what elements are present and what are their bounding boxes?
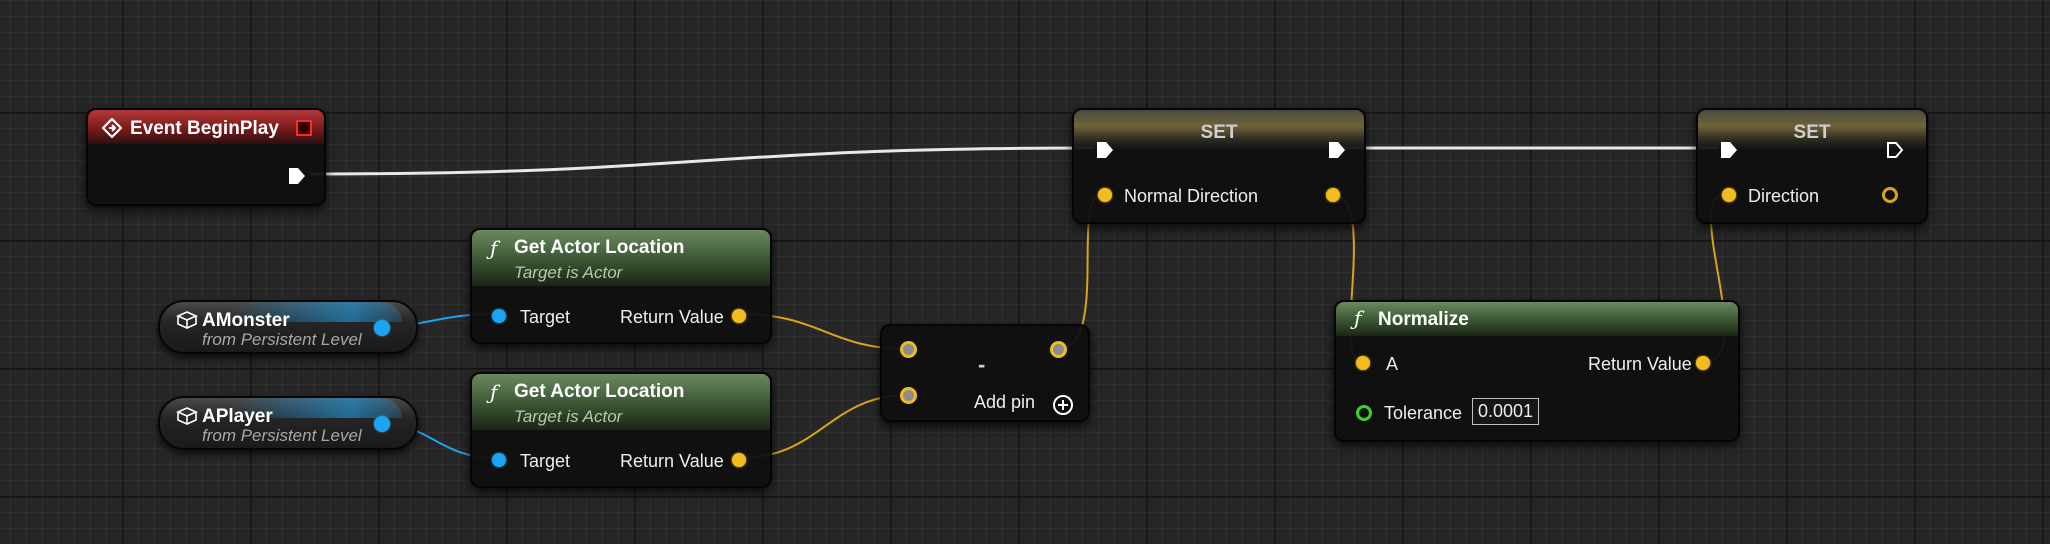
target-pin-icon[interactable] <box>492 309 506 323</box>
node-header <box>1074 110 1364 150</box>
return-value-pin-icon[interactable] <box>1696 356 1710 370</box>
target-pin-label: Target <box>520 307 571 327</box>
subtract-node[interactable]: - Add pin <box>880 324 1090 422</box>
node-title: Normalize <box>1378 309 1469 330</box>
event-diamond-icon <box>102 118 122 138</box>
target-pin-icon[interactable] <box>492 453 506 467</box>
return-value-pin-icon[interactable] <box>732 309 746 323</box>
vector-in-pin-icon[interactable] <box>1722 188 1736 202</box>
exec-out-pin-icon[interactable] <box>286 165 308 187</box>
tolerance-label: Tolerance <box>1384 403 1463 423</box>
node-title: Event BeginPlay <box>130 118 279 139</box>
float-in-pin-icon[interactable] <box>1356 405 1372 421</box>
delegate-pin-icon[interactable] <box>296 120 312 136</box>
exec-wire <box>309 146 1095 176</box>
return-value-label: Return Value <box>1588 354 1692 374</box>
object-out-pin-icon[interactable] <box>374 320 390 336</box>
tolerance-input[interactable]: 0.0001 <box>1472 398 1540 425</box>
vector-in-pin-icon[interactable] <box>900 341 917 358</box>
node-header <box>472 230 770 286</box>
return-value-pin-icon[interactable] <box>732 453 746 467</box>
object-out-pin-icon[interactable] <box>374 416 390 432</box>
vector-out-pin-icon[interactable] <box>1882 187 1898 203</box>
function-icon: ƒ <box>490 380 498 404</box>
input-a-label: A <box>1386 354 1399 374</box>
return-value-label: Return Value <box>620 307 724 327</box>
node-header <box>1336 302 1738 336</box>
get-actor-location-node-2[interactable]: ƒ Get Actor Location Target is Actor Tar… <box>470 372 772 488</box>
exec-out-pin-icon[interactable] <box>1884 139 1906 161</box>
vector-in-pin-icon[interactable] <box>1356 356 1370 370</box>
amonster-variable-node[interactable]: AMonster from Persistent Level <box>158 300 418 354</box>
exec-in-pin-icon[interactable] <box>1718 139 1740 161</box>
node-subtitle: Target is Actor <box>514 263 623 282</box>
variable-glow <box>230 302 402 322</box>
return-value-label: Return Value <box>620 451 724 471</box>
exec-in-pin-icon[interactable] <box>1094 139 1116 161</box>
node-subtitle: Target is Actor <box>514 407 623 426</box>
exec-out-pin-icon[interactable] <box>1326 139 1348 161</box>
set-normal-direction-node[interactable]: SET Normal Direction <box>1072 108 1366 224</box>
vector-out-pin-icon[interactable] <box>1050 341 1067 358</box>
variable-label: Direction <box>1748 186 1820 206</box>
vector-in-pin-icon[interactable] <box>1098 188 1112 202</box>
variable-source: from Persistent Level <box>202 426 362 445</box>
actor-cube-icon <box>176 311 198 330</box>
normalize-node[interactable]: ƒ Normalize A Return Value Tolerance 0.0… <box>1334 300 1740 442</box>
node-title: Get Actor Location <box>514 381 685 402</box>
event-beginplay-node[interactable]: Event BeginPlay <box>86 108 326 206</box>
node-header <box>472 374 770 430</box>
variable-glow <box>230 398 402 418</box>
node-title: SET <box>1793 122 1831 143</box>
target-pin-label: Target <box>520 451 571 471</box>
node-title: SET <box>1200 122 1238 143</box>
variable-name: APlayer <box>202 406 273 427</box>
node-header <box>88 110 324 144</box>
node-title: Get Actor Location <box>514 237 685 258</box>
actor-cube-icon <box>176 407 198 426</box>
aplayer-variable-node[interactable]: APlayer from Persistent Level <box>158 396 418 450</box>
function-icon: ƒ <box>1354 306 1362 330</box>
variable-label: Normal Direction <box>1124 186 1259 206</box>
add-pin-label[interactable]: Add pin <box>974 392 1036 412</box>
operator-symbol: - <box>978 352 986 377</box>
function-icon: ƒ <box>490 236 498 260</box>
variable-source: from Persistent Level <box>202 330 362 349</box>
vector-in-pin-icon[interactable] <box>900 387 917 404</box>
variable-name: AMonster <box>202 310 290 331</box>
plus-circle-icon[interactable] <box>1052 394 1074 416</box>
vector-out-pin-icon[interactable] <box>1326 188 1340 202</box>
set-direction-node[interactable]: SET Direction <box>1696 108 1928 224</box>
get-actor-location-node-1[interactable]: ƒ Get Actor Location Target is Actor Tar… <box>470 228 772 344</box>
